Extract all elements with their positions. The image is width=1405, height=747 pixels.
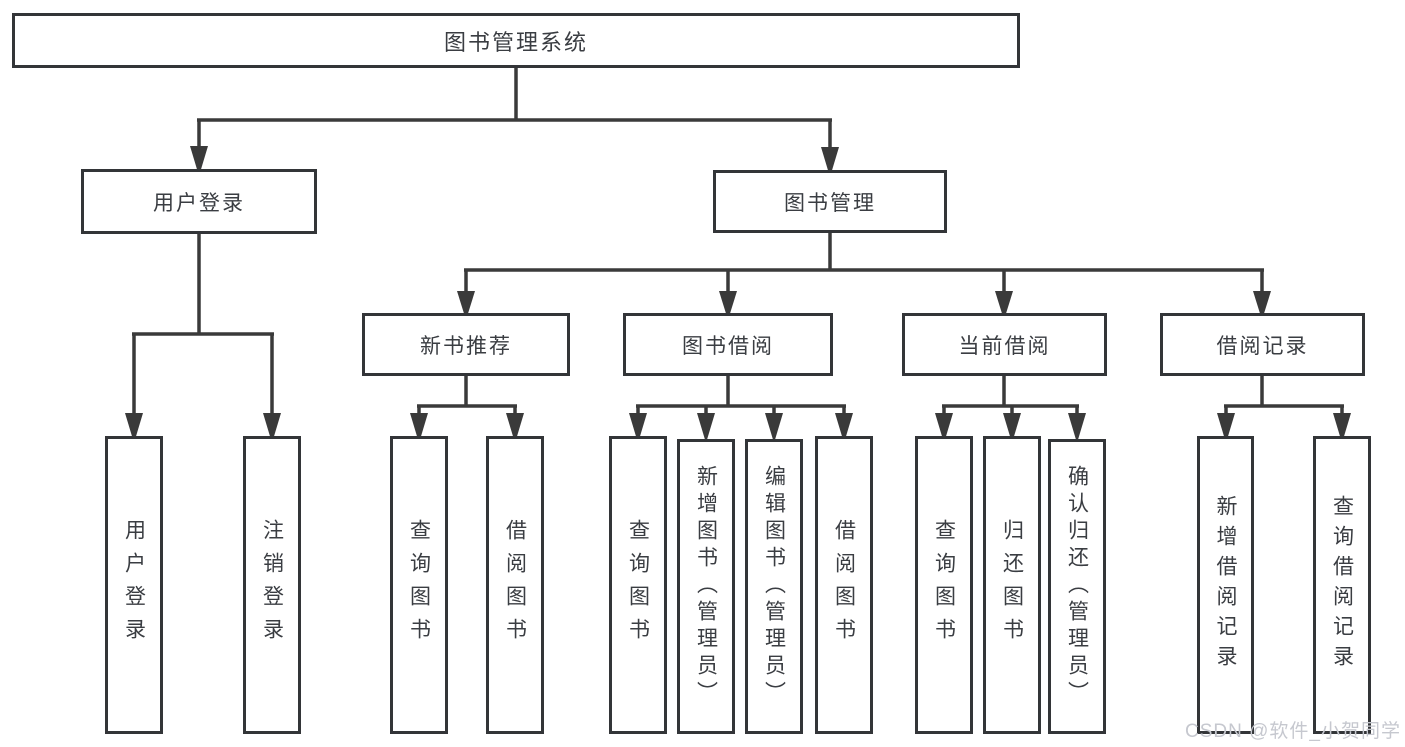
node-leaf-confirm-return-admin: 确认归还（管理员） — [1048, 439, 1106, 734]
node-book-borrowing: 图书借阅 — [623, 313, 833, 376]
node-leaf-add-borrow-record: 新增借阅记录 — [1197, 436, 1254, 734]
arrowheads — [125, 146, 1351, 443]
node-leaf-query-borrow-record: 查询借阅记录 — [1313, 436, 1371, 734]
node-leaf-query-books-current: 查询图书 — [915, 436, 973, 734]
node-label: 借阅图书 — [832, 519, 856, 651]
node-label: 编辑图书（管理员） — [762, 465, 786, 708]
node-leaf-borrow-books-borrowing: 借阅图书 — [815, 436, 873, 734]
node-label: 用户登录 — [153, 191, 245, 215]
node-label: 新增借阅记录 — [1214, 495, 1237, 675]
node-leaf-edit-books-admin: 编辑图书（管理员） — [745, 439, 803, 734]
node-label: 借阅图书 — [503, 519, 527, 651]
node-borrowing-records: 借阅记录 — [1160, 313, 1365, 376]
node-current-borrowing: 当前借阅 — [902, 313, 1107, 376]
node-leaf-add-books-admin: 新增图书（管理员） — [677, 439, 735, 734]
node-leaf-query-books-borrowing: 查询图书 — [609, 436, 667, 734]
node-label: 新增图书（管理员） — [694, 465, 718, 708]
node-label: 查询图书 — [407, 519, 431, 651]
node-leaf-borrow-books-recommend: 借阅图书 — [486, 436, 544, 734]
node-label: 查询借阅记录 — [1330, 495, 1354, 675]
csdn-watermark: CSDN @软件_小贺同学 — [1185, 721, 1401, 742]
node-label: 图书借阅 — [682, 334, 774, 358]
node-label: 新书推荐 — [420, 334, 512, 358]
node-root-library-system: 图书管理系统 — [12, 13, 1020, 68]
node-leaf-user-login: 用户登录 — [105, 436, 163, 734]
node-user-login-module: 用户登录 — [81, 169, 317, 234]
node-label: 图书管理 — [784, 191, 876, 215]
node-book-management-module: 图书管理 — [713, 170, 947, 233]
node-label: 借阅记录 — [1216, 334, 1309, 358]
node-new-book-recommend: 新书推荐 — [362, 313, 570, 376]
node-label: 注销登录 — [260, 519, 284, 651]
node-label: 归还图书 — [1000, 519, 1024, 651]
node-leaf-return-books: 归还图书 — [983, 436, 1041, 734]
node-label: 图书管理系统 — [443, 29, 588, 55]
node-label: 查询图书 — [626, 519, 650, 651]
connector-edges — [132, 68, 1344, 415]
node-label: 当前借阅 — [958, 334, 1051, 358]
node-label: 用户登录 — [122, 519, 146, 651]
node-label: 查询图书 — [932, 519, 956, 651]
node-leaf-logout: 注销登录 — [243, 436, 301, 734]
node-label: 确认归还（管理员） — [1065, 465, 1089, 708]
node-leaf-query-books-recommend: 查询图书 — [390, 436, 448, 734]
